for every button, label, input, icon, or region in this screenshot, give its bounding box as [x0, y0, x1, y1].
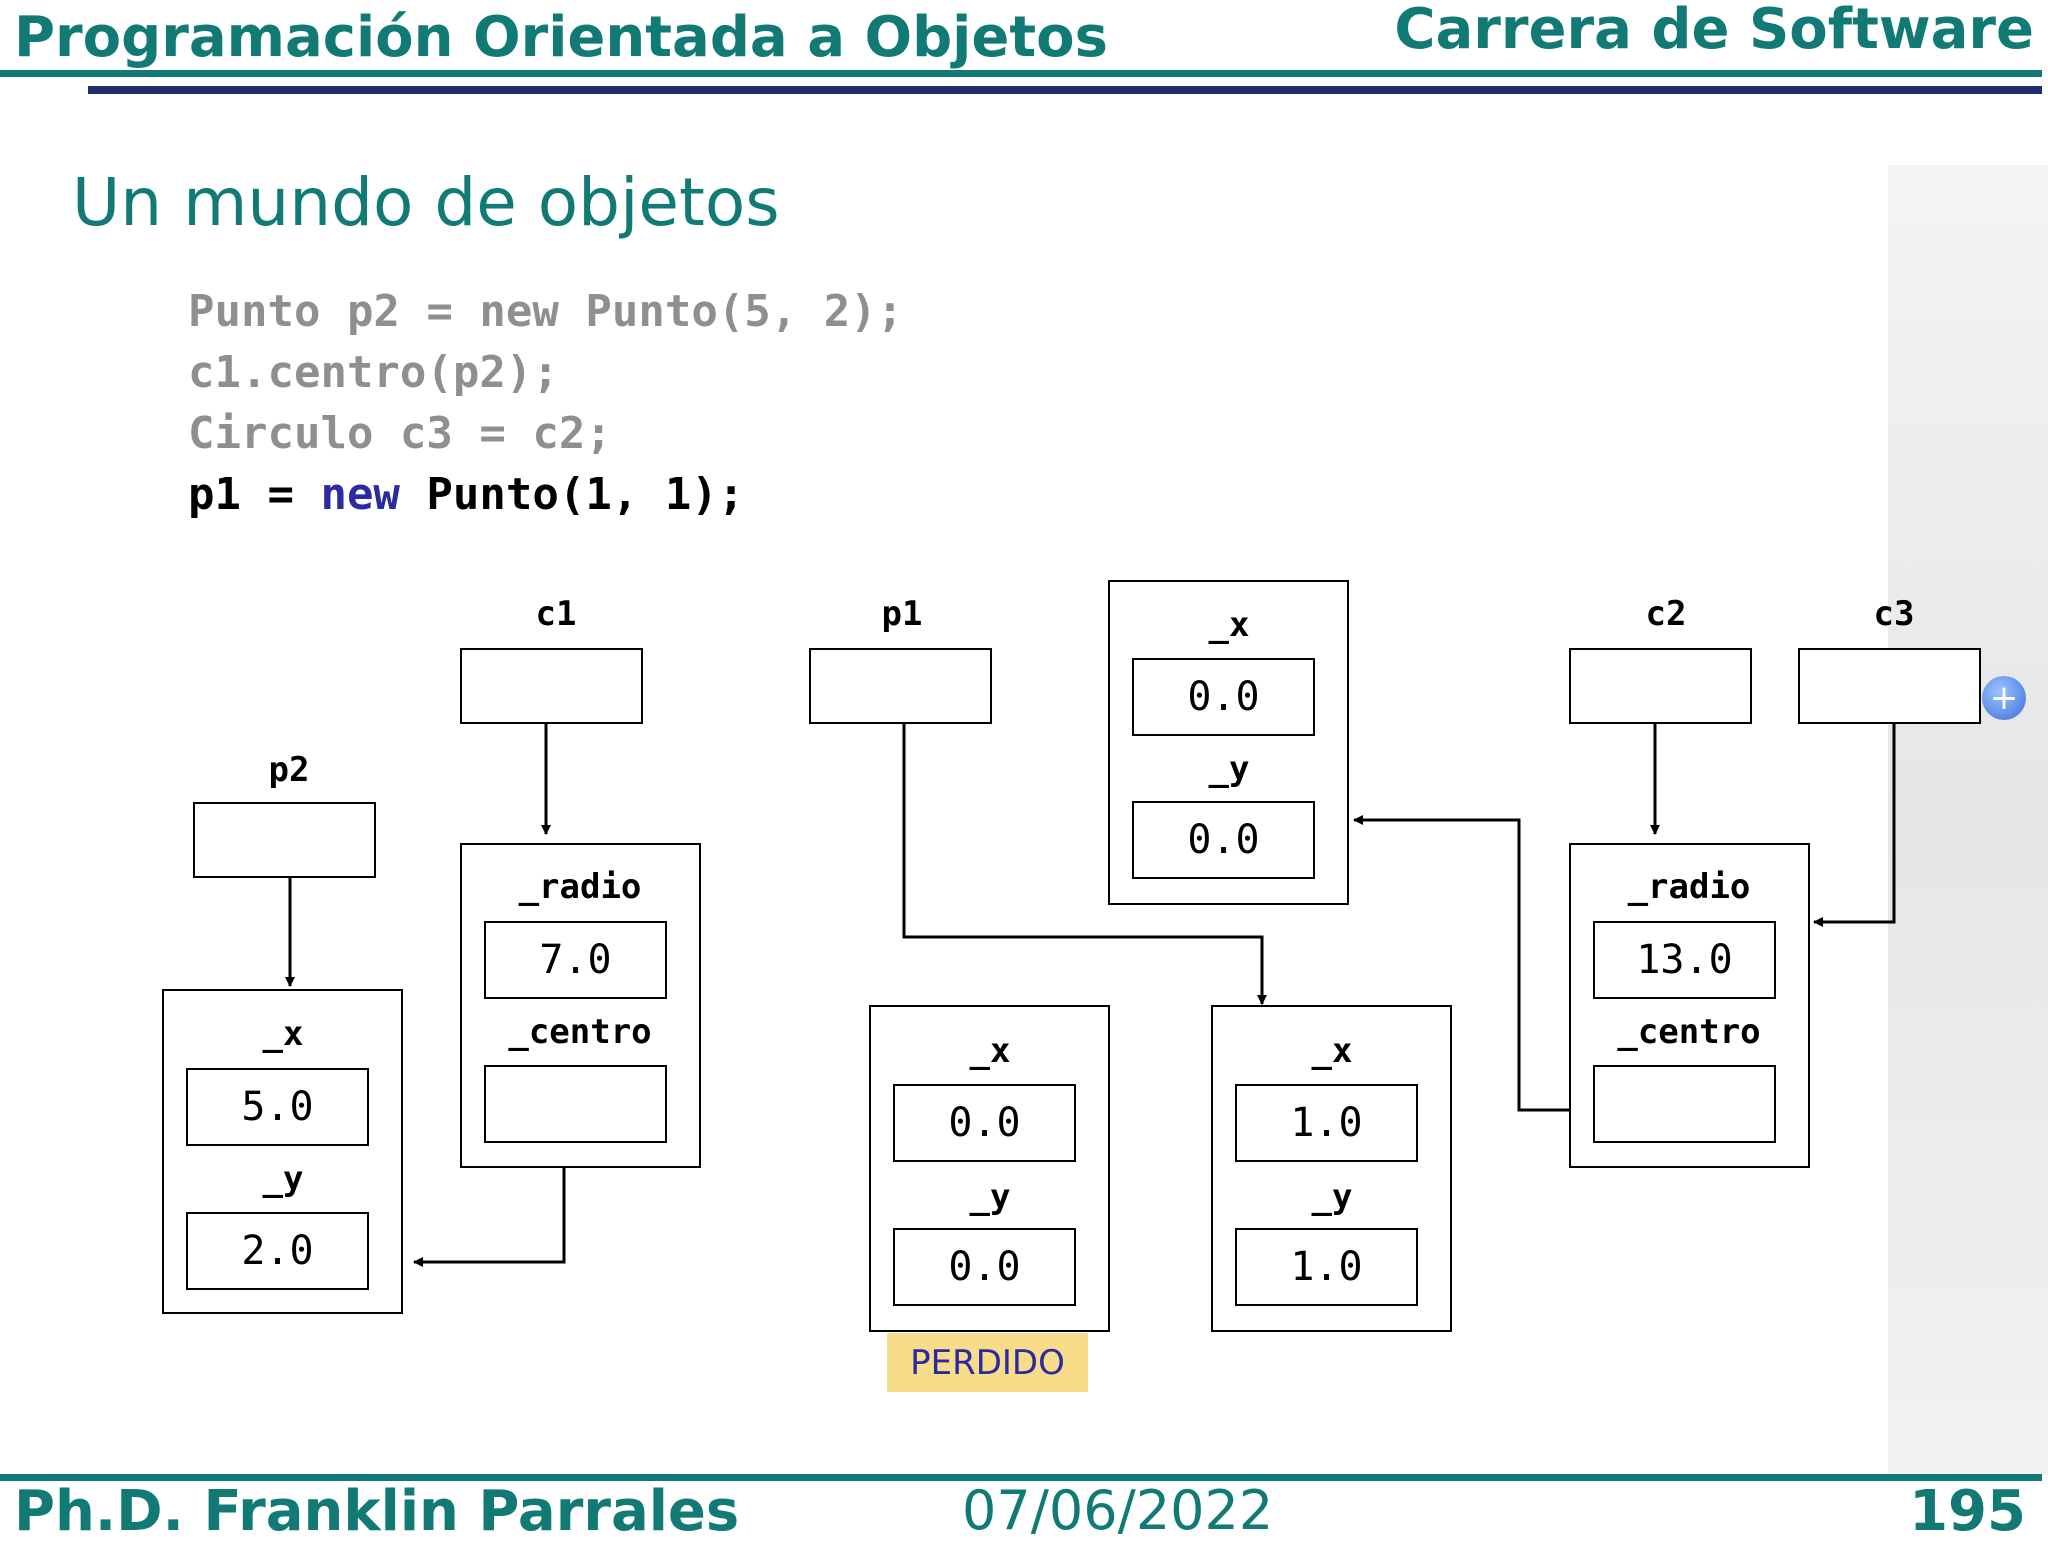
field-label-x: _x — [969, 1031, 1011, 1071]
field-value-radio: 13.0 — [1593, 921, 1776, 999]
ref-label-c1: c1 — [535, 594, 577, 634]
header-rule-teal — [0, 70, 2042, 77]
ref-box-p1 — [809, 648, 992, 724]
field-value-y: 0.0 — [893, 1228, 1076, 1306]
field-value-y: 0.0 — [1132, 801, 1315, 879]
code-line-4-end: Punto(1, 1); — [399, 469, 745, 520]
field-label-y: _y — [1311, 1177, 1353, 1217]
field-label-y: _y — [1208, 749, 1250, 789]
field-label-y: _y — [262, 1159, 304, 1199]
code-line-2: c1.centro(p2); — [188, 347, 559, 398]
code-line-3: Circulo c3 = c2; — [188, 408, 612, 459]
header-rule-navy — [88, 86, 2042, 94]
footer-rule — [0, 1474, 2042, 1481]
page-number: 195 — [1909, 1479, 2026, 1544]
field-value-x: 1.0 — [1235, 1084, 1418, 1162]
plus-icon: + — [1982, 676, 2026, 720]
field-label-centro: _centro — [1617, 1012, 1761, 1052]
author: Ph.D. Franklin Parrales — [14, 1479, 740, 1544]
field-value-x: 5.0 — [186, 1068, 369, 1146]
field-value-y: 1.0 — [1235, 1228, 1418, 1306]
field-label-radio: _radio — [518, 867, 642, 907]
field-label-radio: _radio — [1627, 867, 1751, 907]
field-label-y: _y — [969, 1177, 1011, 1217]
ref-box-c3 — [1798, 648, 1981, 724]
arrow-p1 — [902, 682, 1267, 1005]
slide-title: Un mundo de objetos — [72, 164, 780, 241]
code-line-4-start: p1 = — [188, 469, 321, 520]
code-keyword-new: new — [320, 469, 400, 520]
field-value-centro — [1593, 1065, 1776, 1143]
course-title: Programación Orientada a Objetos — [14, 5, 1108, 70]
code-line-1: Punto p2 = new Punto(5, 2); — [188, 286, 904, 337]
ref-label-c2: c2 — [1645, 594, 1687, 634]
ref-label-p2: p2 — [268, 750, 310, 790]
field-label-x: _x — [262, 1014, 304, 1054]
field-value-centro — [484, 1065, 667, 1143]
field-label-x: _x — [1208, 605, 1250, 645]
ref-box-c2 — [1569, 648, 1752, 724]
code-line-4: p1 = new Punto(1, 1); — [188, 473, 744, 517]
ref-label-p1: p1 — [881, 594, 923, 634]
arrow-c3 — [1813, 682, 1896, 927]
field-value-x: 0.0 — [1132, 658, 1315, 736]
program-title: Carrera de Software — [1394, 0, 2034, 62]
ref-label-c3: c3 — [1873, 594, 1915, 634]
date: 07/06/2022 — [962, 1479, 1274, 1542]
ref-box-c1 — [460, 648, 643, 724]
field-value-y: 2.0 — [186, 1212, 369, 1290]
decorative-side-image — [1888, 165, 2048, 1475]
field-label-centro: _centro — [508, 1012, 652, 1052]
field-value-x: 0.0 — [893, 1084, 1076, 1162]
field-label-x: _x — [1311, 1031, 1353, 1071]
ref-box-p2 — [193, 802, 376, 878]
field-value-radio: 7.0 — [484, 921, 667, 999]
lost-label: PERDIDO — [887, 1333, 1088, 1392]
